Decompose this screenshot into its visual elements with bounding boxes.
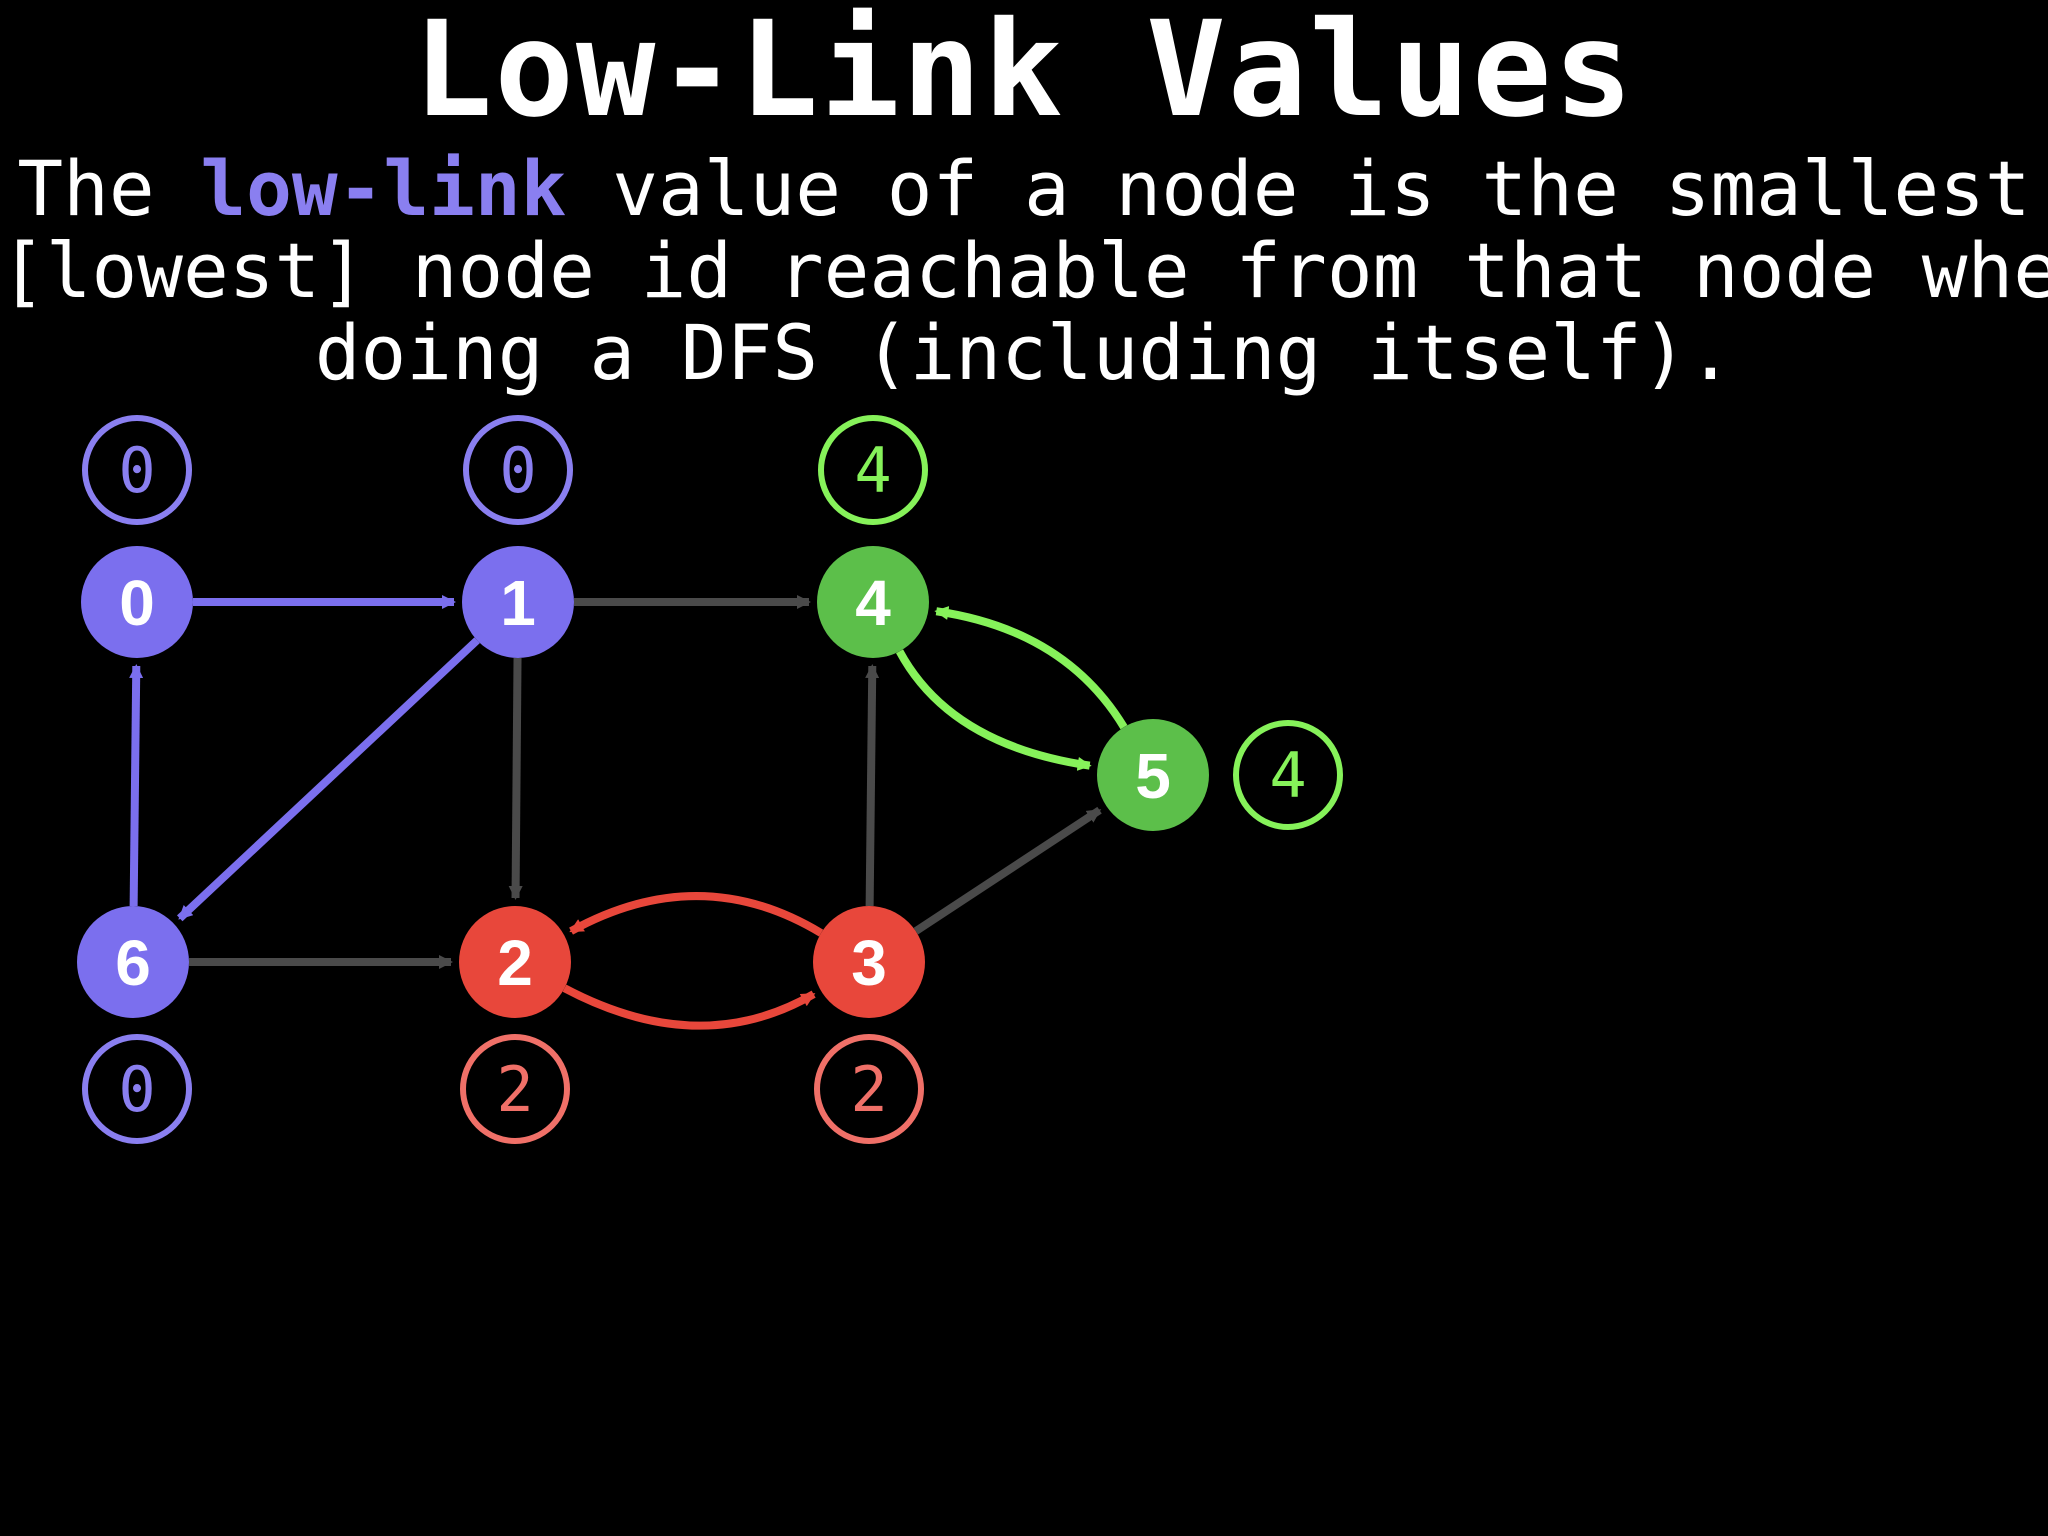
description-line3: doing a DFS (including itself).	[314, 308, 1734, 397]
edge-6-to-0	[129, 663, 144, 907]
lowlink-badge-0: 0	[82, 415, 192, 525]
edge-3-to-2	[569, 892, 824, 937]
lowlink-value-1: 0	[499, 434, 536, 507]
node-label-0: 0	[119, 567, 155, 639]
lowlink-badge-6: 0	[82, 1034, 192, 1144]
description-line1-post: value of a node is the smallest	[566, 144, 2031, 233]
lowlink-value-2: 2	[496, 1053, 533, 1126]
node-label-2: 2	[497, 927, 533, 999]
node-circle-5	[1097, 719, 1209, 831]
node-circle-6	[77, 906, 189, 1018]
node-circle-2	[459, 906, 571, 1018]
lowlink-ring-3	[814, 1034, 924, 1144]
node-circle-3	[813, 906, 925, 1018]
lowlink-ring-1	[463, 415, 573, 525]
graph-node-0: 0	[81, 546, 193, 658]
lowlink-badge-1: 0	[463, 415, 573, 525]
lowlink-value-5: 4	[1269, 739, 1306, 812]
node-label-5: 5	[1135, 740, 1171, 812]
lowlink-ring-4	[818, 415, 928, 525]
lowlink-value-0: 0	[118, 434, 155, 507]
description-keyword: low-link	[200, 144, 567, 233]
lowlink-badge-2: 2	[460, 1034, 570, 1144]
edges-layer	[129, 595, 1128, 1030]
lowlink-ring-2	[460, 1034, 570, 1144]
edge-3-to-5	[913, 806, 1102, 935]
graph-node-1: 1	[462, 546, 574, 658]
node-circle-0	[81, 546, 193, 658]
nodes-layer: 0 1 2 3 4 5 6	[77, 546, 1209, 1018]
edge-5-to-4	[934, 606, 1128, 730]
lowlink-value-6: 0	[118, 1053, 155, 1126]
lowlink-badge-3: 2	[814, 1034, 924, 1144]
graph-node-3: 3	[813, 906, 925, 1018]
lowlink-badge-5: 4	[1233, 720, 1343, 830]
edge-3-to-4	[865, 663, 880, 907]
lowlink-value-3: 2	[850, 1053, 887, 1126]
lowlink-layer: 0 0 2 2 4 4 0	[82, 415, 1343, 1144]
node-circle-4	[817, 546, 929, 658]
lowlink-value-4: 4	[854, 434, 891, 507]
node-label-4: 4	[855, 567, 891, 639]
node-label-6: 6	[115, 927, 151, 999]
description-line1-pre: The	[17, 144, 201, 233]
node-label-1: 1	[500, 567, 536, 639]
graph-node-4: 4	[817, 546, 929, 658]
description-line2: [lowest] node id reachable from that nod…	[0, 226, 2048, 315]
graph-node-2: 2	[459, 906, 571, 1018]
slide-description: The low-link value of a node is the smal…	[0, 148, 2048, 394]
edge-2-to-3	[562, 984, 816, 1030]
edge-1-to-2	[508, 657, 523, 901]
node-label-3: 3	[851, 927, 887, 999]
lowlink-ring-5	[1233, 720, 1343, 830]
lowlink-badge-4: 4	[818, 415, 928, 525]
lowlink-ring-6	[82, 1034, 192, 1144]
node-circle-1	[462, 546, 574, 658]
lowlink-ring-0	[82, 415, 192, 525]
edge-4-to-5	[896, 649, 1092, 771]
graph-node-6: 6	[77, 906, 189, 1018]
slide-title: Low-Link Values	[412, 0, 1636, 147]
edge-1-to-6	[177, 637, 480, 922]
graph-node-5: 5	[1097, 719, 1209, 831]
